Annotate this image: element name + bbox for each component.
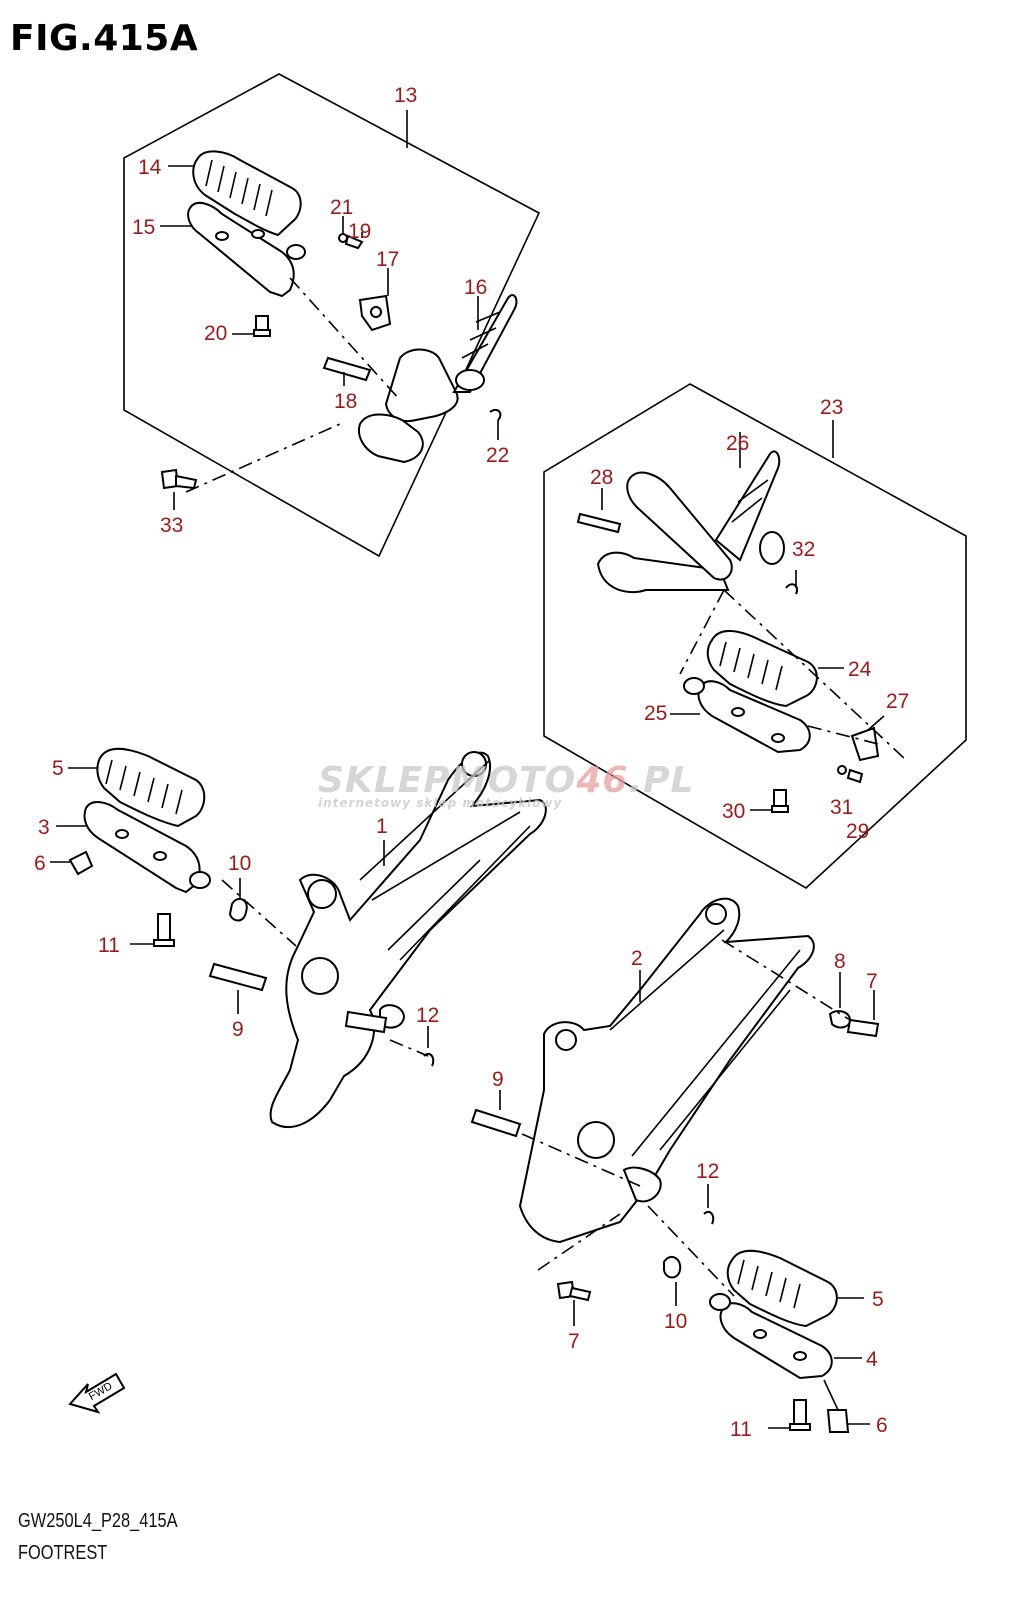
model-code: GW250L4_P28_415A xyxy=(18,1510,178,1532)
callout-3: 3 xyxy=(38,816,50,839)
callout-29: 29 xyxy=(846,820,869,843)
callout-1: 1 xyxy=(376,815,388,838)
callout-22: 22 xyxy=(486,444,509,467)
callout-32: 32 xyxy=(792,538,815,561)
callout-18: 18 xyxy=(334,390,357,413)
callout-28: 28 xyxy=(590,466,613,489)
section-name: FOOTREST xyxy=(18,1542,108,1564)
callout-27: 27 xyxy=(886,690,909,713)
callout-6a: 6 xyxy=(34,852,46,875)
callout-30: 30 xyxy=(722,800,745,823)
watermark-logo: SKLEPMOTO46.PL xyxy=(318,760,694,801)
watermark-brand-suffix: .PL xyxy=(628,760,695,801)
callout-2: 2 xyxy=(631,947,643,970)
fwd-arrow-icon: FWD xyxy=(68,1372,126,1414)
callout-15: 15 xyxy=(132,216,155,239)
callout-6b: 6 xyxy=(876,1414,888,1437)
assembly-box-23 xyxy=(543,383,967,889)
callout-17: 17 xyxy=(376,248,399,271)
callout-11b: 11 xyxy=(730,1418,752,1441)
watermark-tagline: internetowy sklep motocyklowy xyxy=(318,796,563,810)
callout-26: 26 xyxy=(726,432,749,455)
callout-16: 16 xyxy=(464,276,487,299)
callout-33: 33 xyxy=(160,514,183,537)
callout-labels: 1 2 3 4 5 5 6 6 7 7 8 9 9 10 10 11 11 12… xyxy=(34,84,909,1441)
callout-7a: 7 xyxy=(866,970,878,993)
callout-5b: 5 xyxy=(872,1288,884,1311)
assembly-box-13 xyxy=(123,73,541,558)
watermark-brand-prefix: SKLEPMOTO xyxy=(318,760,577,801)
footrest-holder-16 xyxy=(185,277,518,493)
callout-23: 23 xyxy=(820,396,843,419)
footrest-bracket-15 xyxy=(160,201,306,298)
footrest-holder-26 xyxy=(576,432,798,595)
callout-7b: 7 xyxy=(568,1330,580,1353)
callout-8: 8 xyxy=(834,950,846,973)
callout-10a: 10 xyxy=(228,852,251,875)
footrest-parts-24-25 xyxy=(670,589,907,813)
figure-title: FIG.415A xyxy=(10,18,199,59)
footrest-bracket-left xyxy=(50,747,547,1128)
callout-13: 13 xyxy=(394,84,417,107)
callout-11a: 11 xyxy=(98,934,120,957)
callout-25: 25 xyxy=(644,702,667,725)
callout-5a: 5 xyxy=(52,757,64,780)
callout-19: 19 xyxy=(348,220,371,243)
callout-20: 20 xyxy=(204,322,227,345)
callout-4: 4 xyxy=(866,1348,878,1371)
callout-12b: 12 xyxy=(696,1160,719,1183)
callout-12a: 12 xyxy=(416,1004,439,1027)
callout-9a: 9 xyxy=(232,1018,244,1041)
bolt-33 xyxy=(160,468,198,510)
footrest-bracket-right xyxy=(470,897,880,1433)
callout-10b: 10 xyxy=(664,1310,687,1333)
small-parts-upper xyxy=(232,216,392,337)
watermark-brand-number: 46 xyxy=(576,760,629,801)
footrest-rubber-14 xyxy=(168,150,302,237)
callout-14: 14 xyxy=(138,156,162,179)
callout-24: 24 xyxy=(848,658,872,681)
callout-21: 21 xyxy=(330,196,353,219)
callout-31: 31 xyxy=(830,796,853,819)
callout-9b: 9 xyxy=(492,1068,504,1091)
